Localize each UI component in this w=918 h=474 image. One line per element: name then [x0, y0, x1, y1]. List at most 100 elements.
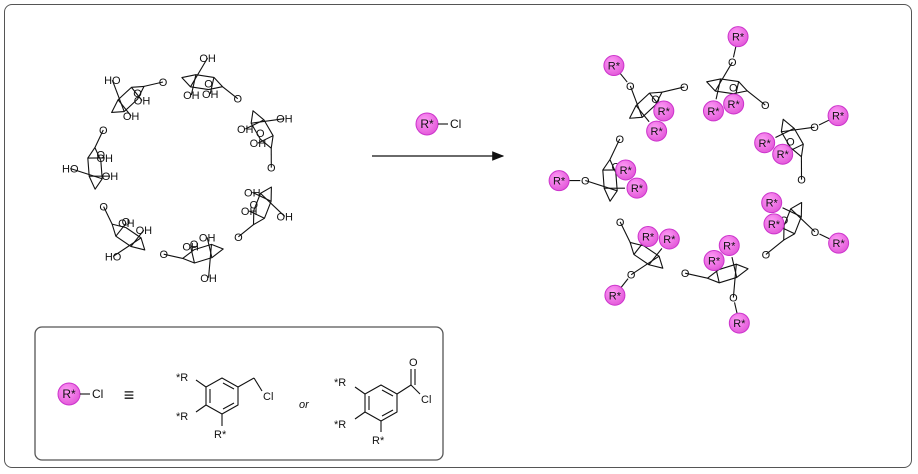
secondary-r-group: R*: [754, 132, 776, 154]
legend-cl-label: Cl: [92, 387, 103, 401]
secondary-hydroxyl: OH: [123, 111, 140, 123]
r-group-label: R*: [728, 99, 741, 111]
glycosidic-oxygen: O: [615, 134, 624, 146]
r-group-circle: [763, 213, 785, 235]
glycosidic-oxygen: O: [233, 94, 242, 106]
r-group-circle: [828, 232, 850, 254]
r-group-label: R*: [620, 165, 633, 177]
ring-oxygen: O: [122, 217, 131, 229]
r-group-circle: [728, 312, 750, 334]
ether-oxygen: O: [627, 270, 636, 282]
glycosidic-oxygen: O: [234, 232, 243, 244]
r-group-circle: [603, 55, 625, 77]
ring-oxygen: O: [786, 137, 795, 149]
r-group-circle: [548, 170, 570, 192]
secondary-r-group: R*: [718, 234, 740, 256]
glycosidic-oxygen: O: [797, 175, 806, 187]
secondary-hydroxyl: OH: [202, 89, 219, 101]
r-group-label: R*: [553, 176, 566, 188]
r-group-circle: [604, 284, 626, 306]
primary-hydroxyl: OH: [276, 114, 293, 126]
ring-oxygen: O: [97, 150, 106, 162]
r-group-circle: [772, 143, 794, 165]
primary-hydroxyl: OH: [199, 53, 216, 65]
r-group-label: R*: [733, 318, 746, 330]
r-group-circle: [827, 105, 849, 127]
cyclodextrin-reactant: OOOHOHOHOOOHOHOHOOOHOHOHOOOHOHOHOOHOOHOH…: [62, 53, 293, 285]
secondary-hydroxyl: OH: [96, 153, 113, 165]
r-group-circle: [653, 100, 675, 122]
primary-r-group: R*: [548, 170, 570, 192]
r-group-circle: [761, 192, 783, 214]
r-group-circle: [702, 100, 724, 122]
secondary-hydroxyl: OH: [136, 225, 153, 237]
r-group-circle: [646, 120, 668, 142]
r-group-label: R*: [766, 198, 779, 210]
primary-hydroxyl: OH: [200, 273, 217, 285]
primary-hydroxyl: HO: [62, 163, 79, 175]
primary-r-group: R*: [827, 105, 849, 127]
legend-box: [34, 326, 444, 461]
secondary-hydroxyl: OH: [241, 206, 258, 218]
benzyl-sub-mid: *R: [176, 411, 188, 423]
benzyl-sub-bottom: R*: [214, 429, 227, 441]
primary-hydroxyl: OH: [277, 211, 294, 223]
benzoyl-o-label: O: [409, 357, 418, 369]
ring-oxygen: O: [190, 239, 199, 251]
ether-oxygen: O: [810, 122, 819, 134]
ether-oxygen: O: [626, 81, 635, 93]
glycosidic-oxygen: O: [681, 268, 690, 280]
secondary-hydroxyl: OH: [199, 232, 216, 244]
secondary-r-group: R*: [703, 250, 725, 272]
ether-oxygen: O: [728, 57, 737, 69]
secondary-r-group: R*: [615, 159, 637, 181]
primary-r-group: R*: [728, 312, 750, 334]
r-group-circle: [615, 159, 637, 181]
r-group-circle: [658, 228, 680, 250]
secondary-r-group: R*: [646, 120, 668, 142]
glycosidic-oxygen: O: [99, 125, 108, 137]
r-group-label: R*: [642, 232, 655, 244]
glycosidic-oxygen: O: [762, 249, 771, 261]
secondary-r-group: R*: [723, 93, 745, 115]
benzoyl-sub-bottom: R*: [372, 435, 385, 447]
glycosidic-oxygen: O: [159, 249, 168, 261]
secondary-r-group: R*: [763, 213, 785, 235]
or-text: or: [299, 399, 310, 411]
r-group-label: R*: [608, 61, 621, 73]
r-group-label: R*: [609, 290, 622, 302]
r-group-label: R*: [708, 256, 721, 268]
benzyl-cl-label: Cl: [263, 391, 273, 403]
secondary-r-group: R*: [653, 100, 675, 122]
secondary-hydroxyl: OH: [118, 218, 135, 230]
primary-hydroxyl: HO: [104, 75, 121, 87]
r-group-circle: [718, 234, 740, 256]
legend-reagent: R* Cl ≡: [57, 382, 134, 406]
r-group-circle: [754, 132, 776, 154]
r-group-label: R*: [759, 138, 772, 150]
benzyl-sub-top: *R: [176, 372, 188, 384]
primary-r-group: R*: [604, 284, 626, 306]
ring-oxygen: O: [256, 128, 265, 140]
ring-oxygen: O: [651, 94, 660, 106]
reagent-group: R* Cl: [415, 112, 461, 136]
r-group-circle: [727, 26, 749, 48]
r-group-circle: [703, 250, 725, 272]
benzoyl-cl-label: Cl: [421, 394, 431, 406]
ring-oxygen: O: [250, 199, 259, 211]
secondary-hydroxyl: OH: [237, 124, 254, 136]
r-group-circle: [723, 93, 745, 115]
glycosidic-oxygen: O: [680, 82, 689, 94]
r-group-label: R*: [732, 32, 745, 44]
r-group-label: R*: [658, 106, 671, 118]
r-group-label: R*: [651, 126, 664, 138]
